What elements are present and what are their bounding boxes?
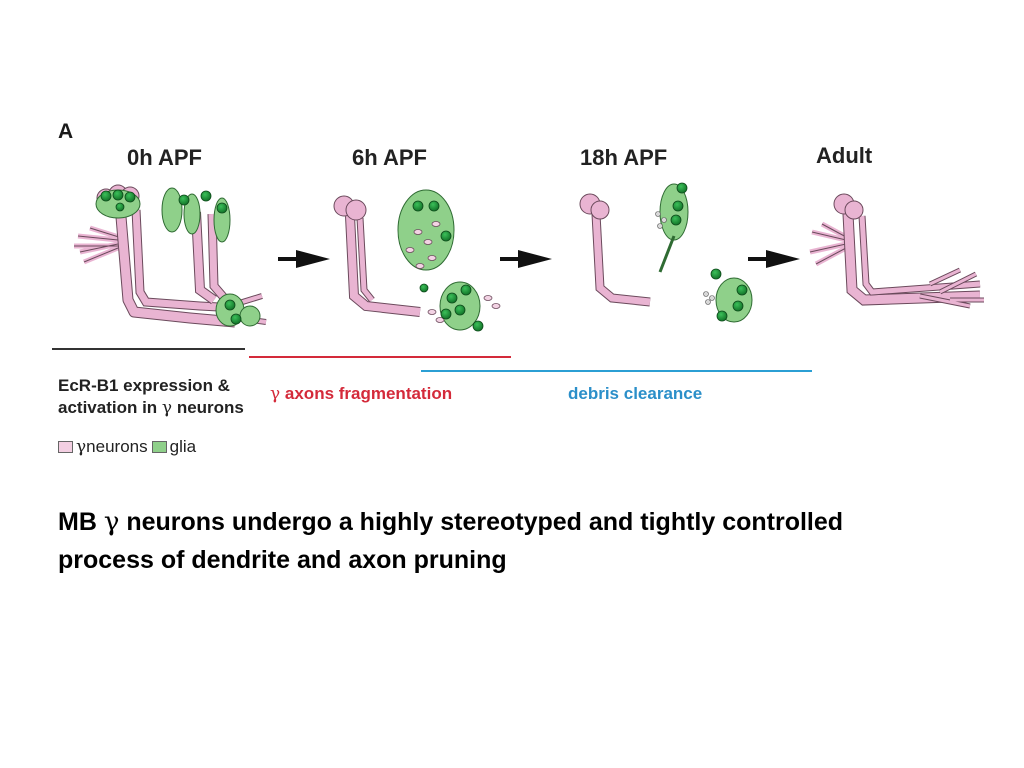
dendrites-0h (74, 225, 123, 265)
legend-glia-swatch (151, 441, 167, 453)
glia-nuclei-0h (100, 189, 242, 325)
legend-glia-label: glia (169, 437, 197, 456)
debris-clearance-label: debris clearance (568, 384, 703, 403)
glia-nuclei-6h (412, 200, 484, 332)
arrow-3 (748, 250, 800, 268)
stage-18h-illustration (579, 182, 753, 323)
neuron-bundle-18h (591, 213, 651, 307)
axon-fragments-6h (405, 221, 501, 323)
legend-neuron-gamma: γ (76, 437, 87, 457)
stage-adult-illustration (809, 193, 984, 309)
caption-suffix: neurons undergo a highly stereotyped and… (119, 508, 844, 536)
caption-line-1: MB γ neurons undergo a highly stereotype… (58, 503, 1008, 541)
ecr-line-1: EcR-B1 expression & (58, 376, 230, 395)
slide-caption: MB γ neurons undergo a highly stereotype… (58, 503, 1008, 579)
legend: γ neurons glia (58, 437, 196, 457)
axon-fragmentation-label: γ axons fragmentation (270, 384, 452, 404)
panel-label: A (58, 120, 74, 143)
axons-gamma: γ (270, 384, 281, 404)
arrow-2 (500, 250, 552, 268)
stage-6h-illustration (333, 189, 501, 332)
caption-prefix: MB (58, 508, 104, 536)
somata-adult (833, 193, 864, 220)
ecr-gamma: γ (161, 398, 173, 418)
stage-0h-illustration (74, 184, 267, 328)
ecr-line-2-prefix: activation in (58, 398, 162, 417)
legend-neuron-label: neurons (86, 437, 148, 456)
glia-nuclei-18h (670, 182, 748, 322)
stage-label-0h: 0h APF (127, 145, 202, 170)
arrow-1 (278, 250, 330, 268)
dendrites-adult (809, 221, 850, 267)
debris-18h (655, 211, 715, 305)
caption-gamma: γ (103, 507, 120, 537)
somata-6h (333, 195, 367, 221)
ecr-expression-label: EcR-B1 expression & activation in γ neur… (58, 375, 244, 419)
stage-label-18h: 18h APF (580, 145, 668, 170)
somata-18h (579, 193, 610, 220)
stage-label-6h: 6h APF (352, 145, 427, 170)
legend-neuron-swatch (58, 441, 73, 453)
neuron-bundle-6h (345, 215, 421, 317)
ecr-line-2-suffix: neurons (172, 398, 244, 417)
neuron-bundle-adult (842, 213, 984, 309)
stage-label-adult: Adult (816, 143, 873, 168)
ecr-line-2: activation in γ neurons (58, 398, 244, 418)
caption-line-2: process of dendrite and axon pruning (58, 546, 507, 574)
axons-text: axons fragmentation (280, 384, 453, 403)
